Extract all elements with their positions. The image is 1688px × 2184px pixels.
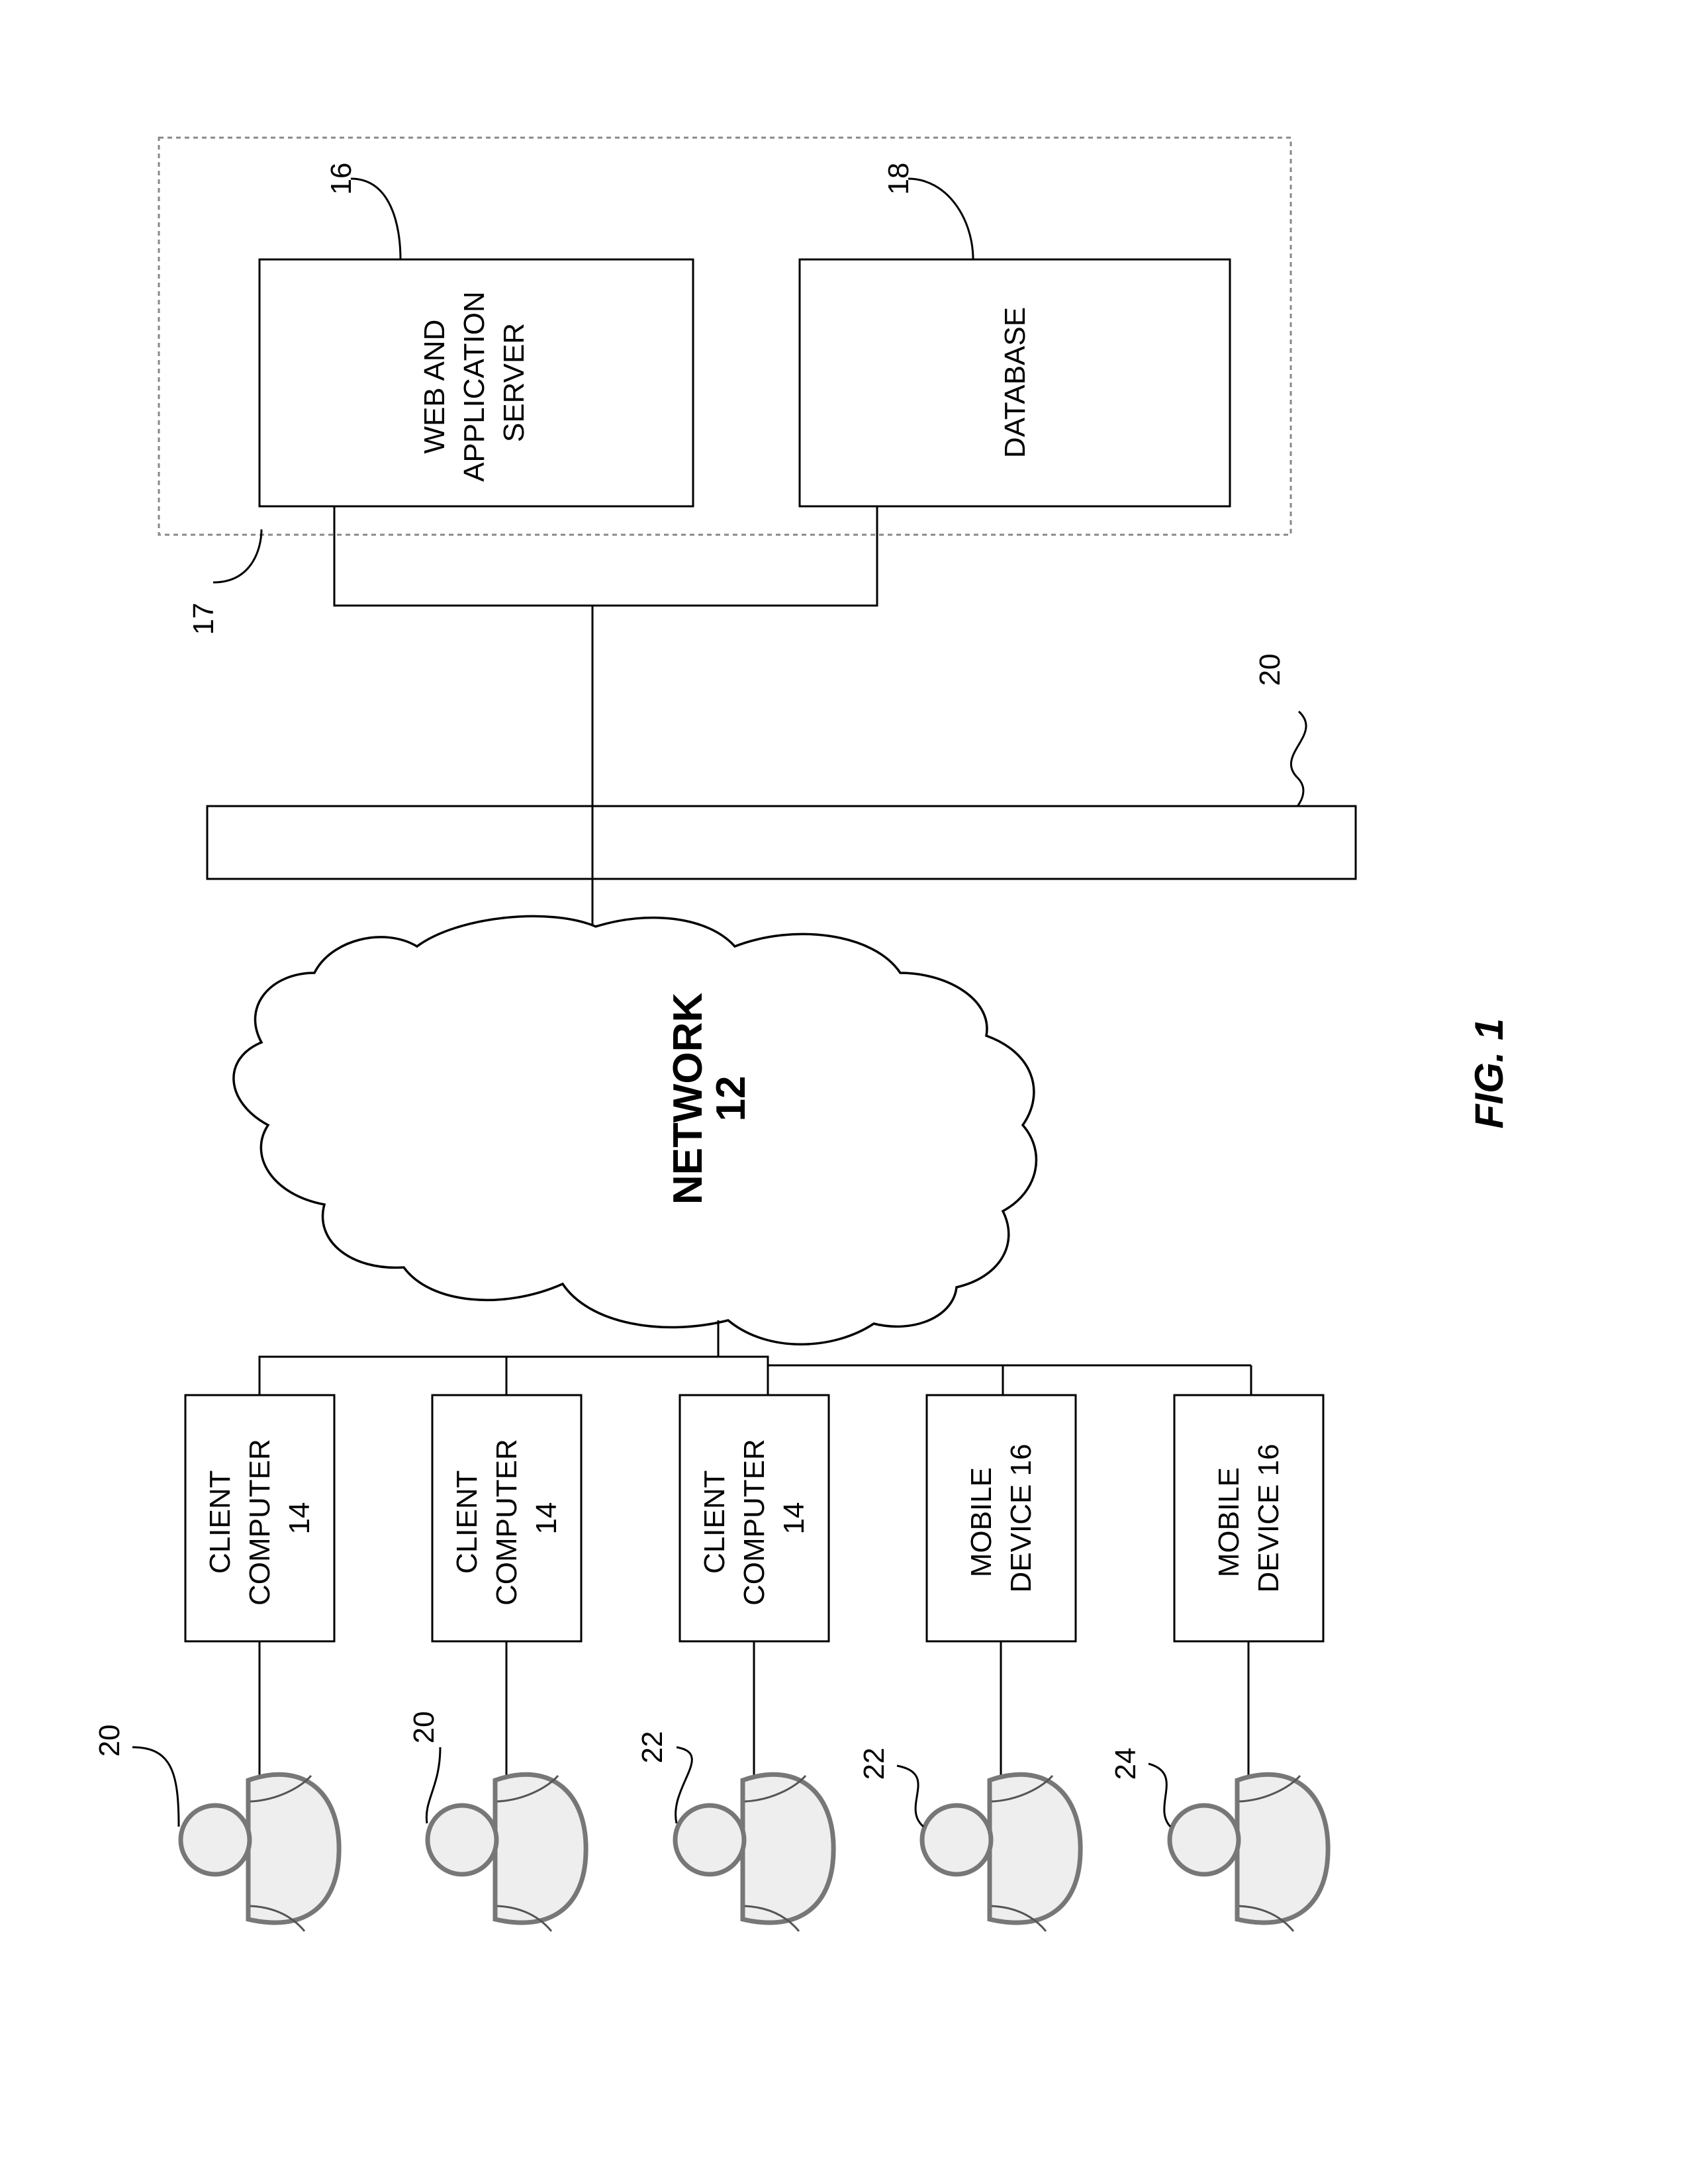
network-label: NETWORK [665, 993, 711, 1205]
user-head [181, 1805, 250, 1874]
user-ref: 24 [1109, 1748, 1142, 1780]
user-icon [248, 1774, 339, 1923]
user-head [1170, 1805, 1239, 1874]
firewall-box [207, 806, 1356, 879]
client-device-3: CLIENT COMPUTER 14 [680, 1395, 829, 1641]
user-head [428, 1805, 496, 1874]
mobile-device-2: MOBILE DEVICE 16 [1174, 1395, 1323, 1641]
user-1: 20 [93, 1725, 339, 1931]
mobile-device-box [927, 1395, 1076, 1641]
network-ref: 12 [708, 1076, 754, 1122]
user-leader [1149, 1764, 1170, 1827]
user-ref: 20 [408, 1711, 440, 1744]
firewall-leader [1291, 711, 1306, 806]
user-2: 20 [408, 1711, 586, 1931]
user-4: 22 [858, 1748, 1080, 1931]
figure-label: FIG. 1 [1467, 1019, 1511, 1129]
user-leader [897, 1766, 923, 1827]
user-3: 22 [636, 1731, 833, 1931]
user-head [675, 1805, 744, 1874]
client-device-1: CLIENT COMPUTER 14 [185, 1395, 334, 1641]
network-cloud [234, 916, 1036, 1344]
user-icon [1237, 1774, 1328, 1923]
mobile-device-1: MOBILE DEVICE 16 [927, 1395, 1076, 1641]
firewall-ref: 20 [1254, 654, 1286, 686]
user-icon [495, 1774, 586, 1923]
user-head [922, 1805, 991, 1874]
server-connection-bus [334, 506, 877, 930]
database-label: DATABASE [999, 307, 1031, 458]
server-leader [351, 179, 400, 259]
user-ref: 22 [636, 1731, 669, 1764]
client-device-2: CLIENT COMPUTER 14 [432, 1395, 581, 1641]
user-icon [743, 1774, 833, 1923]
server-group-leader [213, 529, 261, 582]
database-leader [908, 179, 973, 259]
mobile-device-box [1174, 1395, 1323, 1641]
user-5: 24 [1109, 1748, 1328, 1931]
user-ref: 20 [93, 1725, 126, 1757]
user-leader [426, 1747, 440, 1823]
server-group-ref: 17 [187, 603, 220, 635]
user-leader [132, 1747, 179, 1827]
user-icon [990, 1774, 1080, 1923]
user-ref: 22 [858, 1748, 890, 1780]
